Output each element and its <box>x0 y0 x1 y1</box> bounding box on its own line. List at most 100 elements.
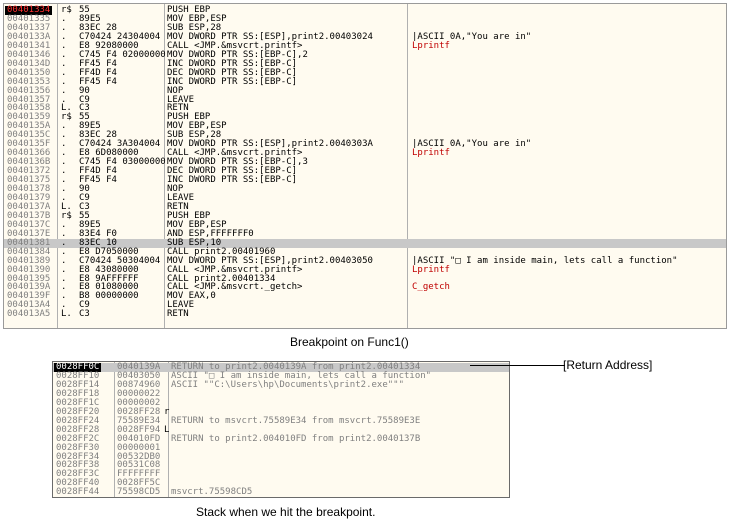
address-cell[interactable]: 00401384 <box>7 246 51 257</box>
address-cell[interactable]: 0040135A <box>7 121 51 132</box>
address-cell[interactable]: 00401337 <box>7 22 51 33</box>
address-cell[interactable]: 00401356 <box>7 85 51 96</box>
address-cell[interactable]: 0040137B <box>7 210 51 221</box>
address-cell[interactable]: 004013A5 <box>7 309 51 320</box>
stack-address-cell[interactable]: 0028FF20 <box>56 406 100 417</box>
address-cell[interactable]: 0040137C <box>7 219 51 230</box>
address-cell[interactable]: 00401389 <box>7 255 51 266</box>
address-cell[interactable]: 0040139F <box>7 291 51 302</box>
address-cell[interactable]: 0040133A <box>7 31 51 42</box>
address-cell[interactable]: 00401359 <box>7 112 51 123</box>
address-cell[interactable]: 00401372 <box>7 166 51 177</box>
address-cell[interactable]: 00401341 <box>7 40 51 51</box>
stack-address-cell[interactable]: 0028FF1C <box>56 397 100 408</box>
address-cell[interactable]: 00401334 <box>5 5 53 15</box>
address-cell[interactable]: 00401358 <box>7 103 51 114</box>
address-cell[interactable]: 0040137A <box>7 201 51 212</box>
stack-address-cell[interactable]: 0028FF10 <box>56 370 100 381</box>
stack-address-cell[interactable]: 0028FF18 <box>56 388 100 399</box>
address-cell[interactable]: 00401366 <box>7 148 51 159</box>
stack-address-cell[interactable]: 0028FF24 <box>56 415 100 426</box>
address-cell[interactable]: 0040135F <box>7 139 51 150</box>
address-cell[interactable]: 00401357 <box>7 94 51 105</box>
address-cell[interactable]: 00401353 <box>7 76 51 87</box>
address-cell[interactable]: 00401350 <box>7 67 51 78</box>
stack-address-cell[interactable]: 0028FF28 <box>56 424 100 435</box>
stack-address-cell[interactable]: 0028FF40 <box>56 478 100 489</box>
address-cell[interactable]: 00401335 <box>7 13 51 24</box>
stack-address-cell[interactable]: 0028FF3C <box>56 469 100 480</box>
address-cell[interactable]: 00401378 <box>7 184 51 194</box>
address-cell[interactable]: 0040139A <box>7 282 51 293</box>
stack-address-cell[interactable]: 0028FF2C <box>56 433 100 444</box>
address-cell[interactable]: 00401375 <box>7 175 51 186</box>
address-cell[interactable]: 004013A4 <box>7 300 51 311</box>
address-cell[interactable]: 00401381 <box>7 237 51 248</box>
address-cell[interactable]: 0040136B <box>7 157 51 168</box>
stack-address-cell[interactable]: 0028FF14 <box>56 379 100 390</box>
stack-address-cell[interactable]: 0028FF0C <box>54 362 102 372</box>
address-cell[interactable]: 00401390 <box>7 264 51 275</box>
stack-address-cell[interactable]: 0028FF44 <box>56 487 100 498</box>
address-cell[interactable]: 00401395 <box>7 273 51 284</box>
stack-address-cell[interactable]: 0028FF34 <box>56 451 100 462</box>
address-cell[interactable]: 00401379 <box>7 192 51 203</box>
address-cell[interactable]: 0040134D <box>7 58 51 69</box>
stack-address-cell[interactable]: 0028FF30 <box>56 442 100 453</box>
stack-address-cell[interactable]: 0028FF38 <box>56 460 100 471</box>
address-cell[interactable]: 0040135C <box>7 130 51 141</box>
